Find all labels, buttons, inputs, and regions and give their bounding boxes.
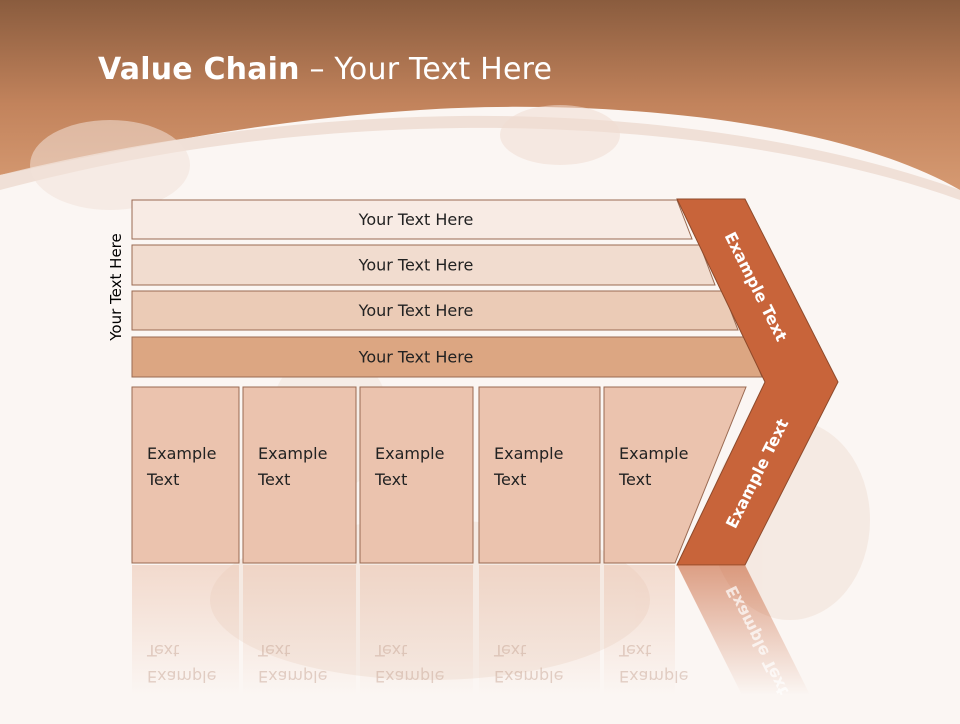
activity-column-label: Text: [374, 470, 407, 489]
title-rest: – Your Text Here: [299, 52, 553, 87]
column-reflection: [132, 565, 239, 695]
activity-row: [131, 244, 716, 286]
activity-column-label: Example: [619, 444, 688, 463]
activity-column: [131, 386, 240, 564]
activity-column-label: Example: [258, 444, 327, 463]
title-bold: Value Chain: [98, 52, 300, 87]
header-swoosh: [0, 115, 960, 200]
arrow-reflection: [677, 565, 810, 695]
activity-row-label: Your Text Here: [358, 301, 474, 320]
activity-row: [131, 199, 693, 240]
activity-column-label: Example: [147, 444, 216, 463]
column-reflection-label: Example: [619, 667, 688, 686]
activity-column: [478, 386, 601, 564]
column-reflection-label: Example: [375, 667, 444, 686]
column-reflection-label: Text: [374, 641, 407, 660]
activity-column-label: Example: [375, 444, 444, 463]
column-reflection-label: Example: [258, 667, 327, 686]
column-reflection-label: Example: [147, 667, 216, 686]
activity-column-label: Text: [493, 470, 526, 489]
column-reflection: [243, 565, 356, 695]
column-reflection-label: Text: [618, 641, 651, 660]
column-reflection: [479, 565, 600, 695]
column-reflection-label: Example: [494, 667, 563, 686]
column-reflection: [360, 565, 473, 695]
activity-column: [359, 386, 474, 564]
activity-row-label: Your Text Here: [358, 210, 474, 229]
column-reflection-label: Text: [493, 641, 526, 660]
activity-column: [603, 386, 747, 564]
activity-column: [242, 386, 357, 564]
activity-row: [131, 336, 763, 378]
header-band: [0, 0, 960, 190]
column-reflection-label: Text: [257, 641, 290, 660]
activity-row-label: Your Text Here: [358, 348, 474, 367]
slide-title: Value Chain – Your Text Here: [98, 52, 552, 87]
activity-column-label: Example: [494, 444, 563, 463]
activity-column-label: Text: [257, 470, 290, 489]
activity-row: [131, 290, 739, 331]
side-label: Your Text Here: [107, 233, 125, 341]
activity-column-label: Text: [146, 470, 179, 489]
activity-row-label: Your Text Here: [358, 256, 474, 275]
column-reflection: [604, 565, 675, 695]
column-reflection-label: Text: [146, 641, 179, 660]
activity-column-label: Text: [618, 470, 651, 489]
